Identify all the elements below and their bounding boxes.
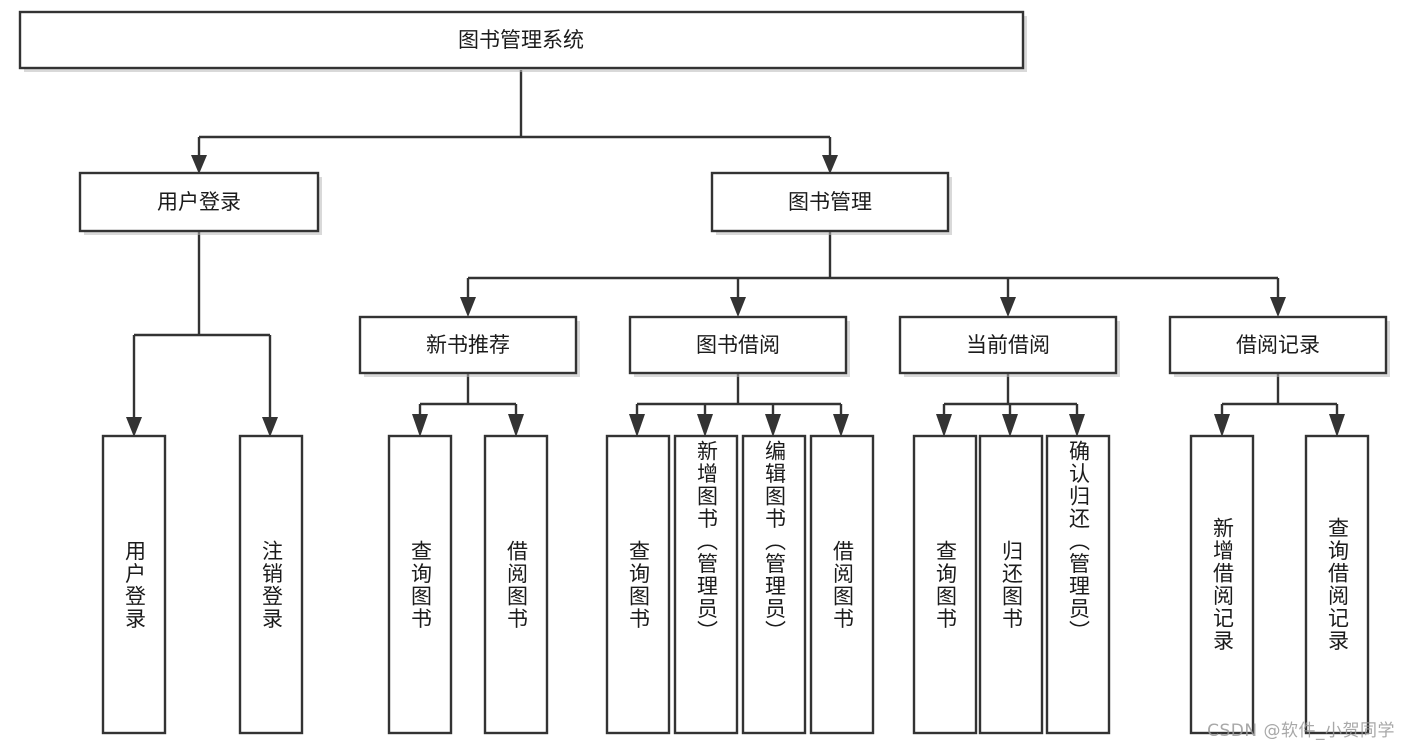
node-current-borrow-label: 当前借阅 (966, 333, 1050, 357)
arrow-head-leaf-query-book-borrow (629, 414, 645, 437)
node-new-book-recommend[interactable]: 新书推荐 (358, 315, 580, 377)
node-user-login-box[interactable] (78, 171, 320, 233)
leaf-layer (101, 434, 1370, 735)
node-borrow-record-box[interactable] (1168, 315, 1388, 375)
node-borrow-record[interactable]: 借阅记录 (1168, 315, 1390, 377)
arrow-head-leaf-query-book-current (936, 414, 952, 437)
arrow-head-leaf-query-record (1329, 414, 1345, 437)
leaf-box-query-book-current[interactable] (912, 434, 978, 735)
arrow-head-leaf-user-logout (262, 417, 278, 437)
node-current-borrow-box[interactable] (898, 315, 1118, 375)
node-book-management[interactable]: 图书管理 (710, 171, 952, 235)
leaf-box-user-login[interactable] (101, 434, 167, 735)
arrow-head-borrow-record (1270, 297, 1286, 317)
node-book-borrow-label: 图书借阅 (696, 333, 780, 357)
arrow-head-leaf-borrow-book (833, 414, 849, 437)
arrow-head-user-login (191, 155, 207, 174)
leaf-box-add-book[interactable] (673, 434, 739, 735)
arrow-head-leaf-user-login (126, 417, 142, 437)
connector-layer (126, 70, 1345, 437)
node-book-borrow-box[interactable] (628, 315, 848, 375)
arrow-head-leaf-add-book (697, 414, 713, 437)
node-user-login[interactable]: 用户登录 (78, 171, 322, 235)
leaf-box-query-book-borrow[interactable] (605, 434, 671, 735)
leaf-box-borrow-book-rec[interactable] (483, 434, 549, 735)
arrow-head-new-book-recommend (460, 297, 476, 317)
leaf-box-edit-book[interactable] (741, 434, 807, 735)
leaf-box-borrow-book[interactable] (809, 434, 875, 735)
arrow-head-leaf-edit-book (765, 414, 781, 437)
node-user-login-label: 用户登录 (157, 190, 241, 214)
arrow-head-book-management (822, 155, 838, 174)
arrow-head-book-borrow (730, 297, 746, 317)
leaf-box-add-record[interactable] (1189, 434, 1255, 735)
arrow-head-leaf-confirm-return (1069, 414, 1085, 437)
arrow-head-leaf-return-book (1002, 414, 1018, 437)
node-book-management-box[interactable] (710, 171, 950, 233)
leaf-box-user-logout[interactable] (238, 434, 304, 735)
node-book-management-label: 图书管理 (788, 190, 872, 214)
node-root-box[interactable] (18, 10, 1025, 70)
leaf-box-return-book[interactable] (978, 434, 1044, 735)
node-layer: 图书管理系统 用户登录 图书管理 新书推荐 (18, 10, 1390, 735)
node-book-borrow[interactable]: 图书借阅 (628, 315, 850, 377)
node-borrow-record-label: 借阅记录 (1236, 333, 1320, 357)
arrow-head-leaf-borrow-book-rec (508, 414, 524, 437)
leaf-box-query-record[interactable] (1304, 434, 1370, 735)
node-new-book-recommend-box[interactable] (358, 315, 578, 375)
node-current-borrow[interactable]: 当前借阅 (898, 315, 1120, 377)
node-new-book-recommend-label: 新书推荐 (426, 333, 510, 357)
arrow-head-leaf-query-book-rec (412, 414, 428, 437)
arrow-head-leaf-add-record (1214, 414, 1230, 437)
node-root[interactable]: 图书管理系统 (18, 10, 1027, 72)
watermark-text: CSDN @软件_小贺同学 (1207, 721, 1395, 741)
node-root-label: 图书管理系统 (458, 28, 584, 52)
leaf-box-query-book-rec[interactable] (387, 434, 453, 735)
arrow-head-current-borrow (1000, 297, 1016, 317)
leaf-box-confirm-return[interactable] (1045, 434, 1111, 735)
